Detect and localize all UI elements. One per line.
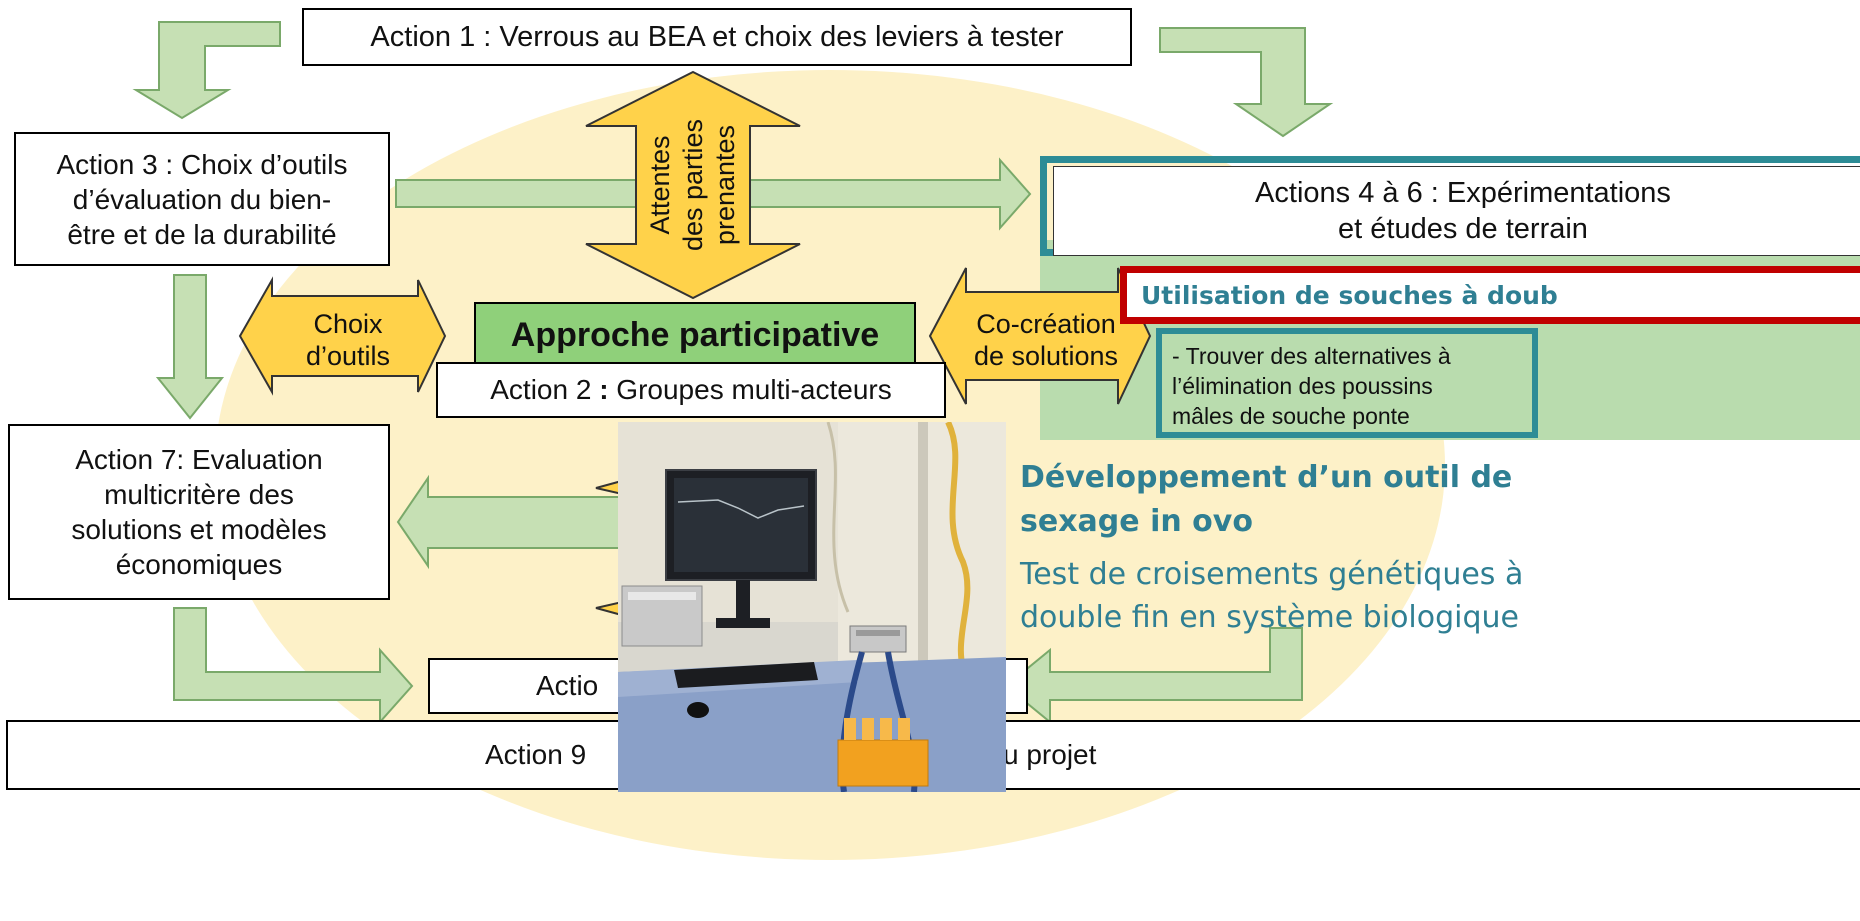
- action1-box: Action 1 : Verrous au BEA et choix des l…: [302, 8, 1132, 66]
- arrow-action46-to-action8: [1004, 627, 1303, 725]
- teal-bullet-box: - Trouver des alternatives à l’éliminati…: [1156, 328, 1538, 438]
- label-cocreation: Co-création de solutions: [973, 309, 1119, 372]
- label-choix-outils: Choix d’outils: [305, 309, 391, 372]
- tube-rack-icon: [837, 718, 929, 787]
- double-arrow-vertical: [585, 70, 801, 300]
- approach-text: Approche participative: [510, 315, 880, 354]
- action46-box: Actions 4 à 6 : Expérimentations et étud…: [1053, 166, 1860, 256]
- arrow-action7-to-action8: [173, 607, 414, 725]
- approach-box: Approche participative: [474, 302, 916, 368]
- label-attentes: Attentes des parties prenantes: [645, 118, 741, 252]
- lab-photo: [618, 422, 1006, 792]
- action9-left-text: Action 9: [485, 739, 587, 770]
- red-highlight-text: Utilisation de souches à doub: [1141, 280, 1558, 310]
- action3-text: Action 3 : Choix d’outils d’évaluation d…: [56, 148, 348, 250]
- overlay-body: Test de croisements génétiques à double …: [1020, 557, 1524, 635]
- double-arrow-left: [238, 276, 447, 396]
- action2-colon: :: [599, 374, 609, 405]
- computer-monitor-icon: [665, 469, 817, 628]
- arrow-action1-to-action46: [1159, 27, 1334, 138]
- teal-bullet-text: - Trouver des alternatives à l’éliminati…: [1172, 343, 1451, 429]
- overlay-heading: Développement d’un outil de sexage in ov…: [1020, 460, 1513, 539]
- action3-box: Action 3 : Choix d’outils d’évaluation d…: [14, 132, 390, 266]
- red-highlight-box: Utilisation de souches à doub: [1120, 266, 1860, 324]
- action2-box: Action 2 : Groupes multi-acteurs: [436, 362, 946, 418]
- action46-text: Actions 4 à 6 : Expérimentations et étud…: [1255, 176, 1671, 245]
- action8-text: Actio: [536, 670, 599, 701]
- keyboard-icon: [674, 662, 818, 688]
- action2-suffix: Groupes multi-acteurs: [608, 374, 892, 405]
- action7-box: Action 7: Evaluation multicritère des so…: [8, 424, 390, 600]
- mouse-icon: [687, 702, 709, 718]
- arrow-to-action7: [396, 474, 641, 570]
- action7-text: Action 7: Evaluation multicritère des so…: [71, 444, 327, 580]
- balance-icon: [621, 585, 703, 647]
- arrow-action3-to-action7: [155, 274, 225, 420]
- arrow-action1-to-action3: [132, 21, 281, 120]
- action9-right-text: u projet: [1003, 739, 1097, 770]
- double-arrow-right: [928, 267, 1152, 405]
- action1-text: Action 1 : Verrous au BEA et choix des l…: [370, 20, 1064, 53]
- action2-prefix: Action 2: [490, 374, 600, 405]
- electronic-device-icon: [849, 625, 907, 653]
